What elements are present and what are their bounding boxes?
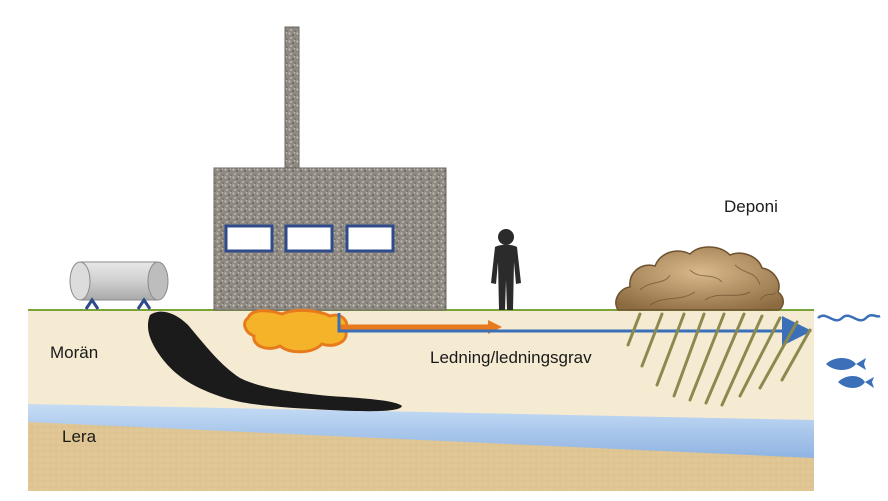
person-icon bbox=[491, 229, 521, 310]
groundwater-layer bbox=[28, 404, 814, 458]
fish-icon bbox=[826, 358, 866, 370]
deponi-texture bbox=[639, 264, 777, 306]
lera-label: Lera bbox=[62, 427, 97, 446]
deponi-mound bbox=[615, 246, 784, 311]
deponi-label: Deponi bbox=[724, 197, 778, 216]
storage-tank-icon bbox=[69, 261, 169, 310]
building-window bbox=[284, 224, 334, 253]
ledning-label: Ledning/ledningsgrav bbox=[430, 348, 592, 367]
leachate-lines bbox=[626, 312, 812, 407]
fish-icon bbox=[838, 376, 874, 388]
orange-spill bbox=[243, 308, 349, 354]
building-window bbox=[345, 224, 395, 253]
pollution-plume bbox=[147, 311, 402, 412]
blue-pipe bbox=[337, 313, 812, 346]
surface-water-wave bbox=[817, 314, 881, 322]
building-window bbox=[224, 224, 274, 253]
moran-label: Morän bbox=[50, 343, 99, 362]
chimney bbox=[284, 26, 300, 170]
